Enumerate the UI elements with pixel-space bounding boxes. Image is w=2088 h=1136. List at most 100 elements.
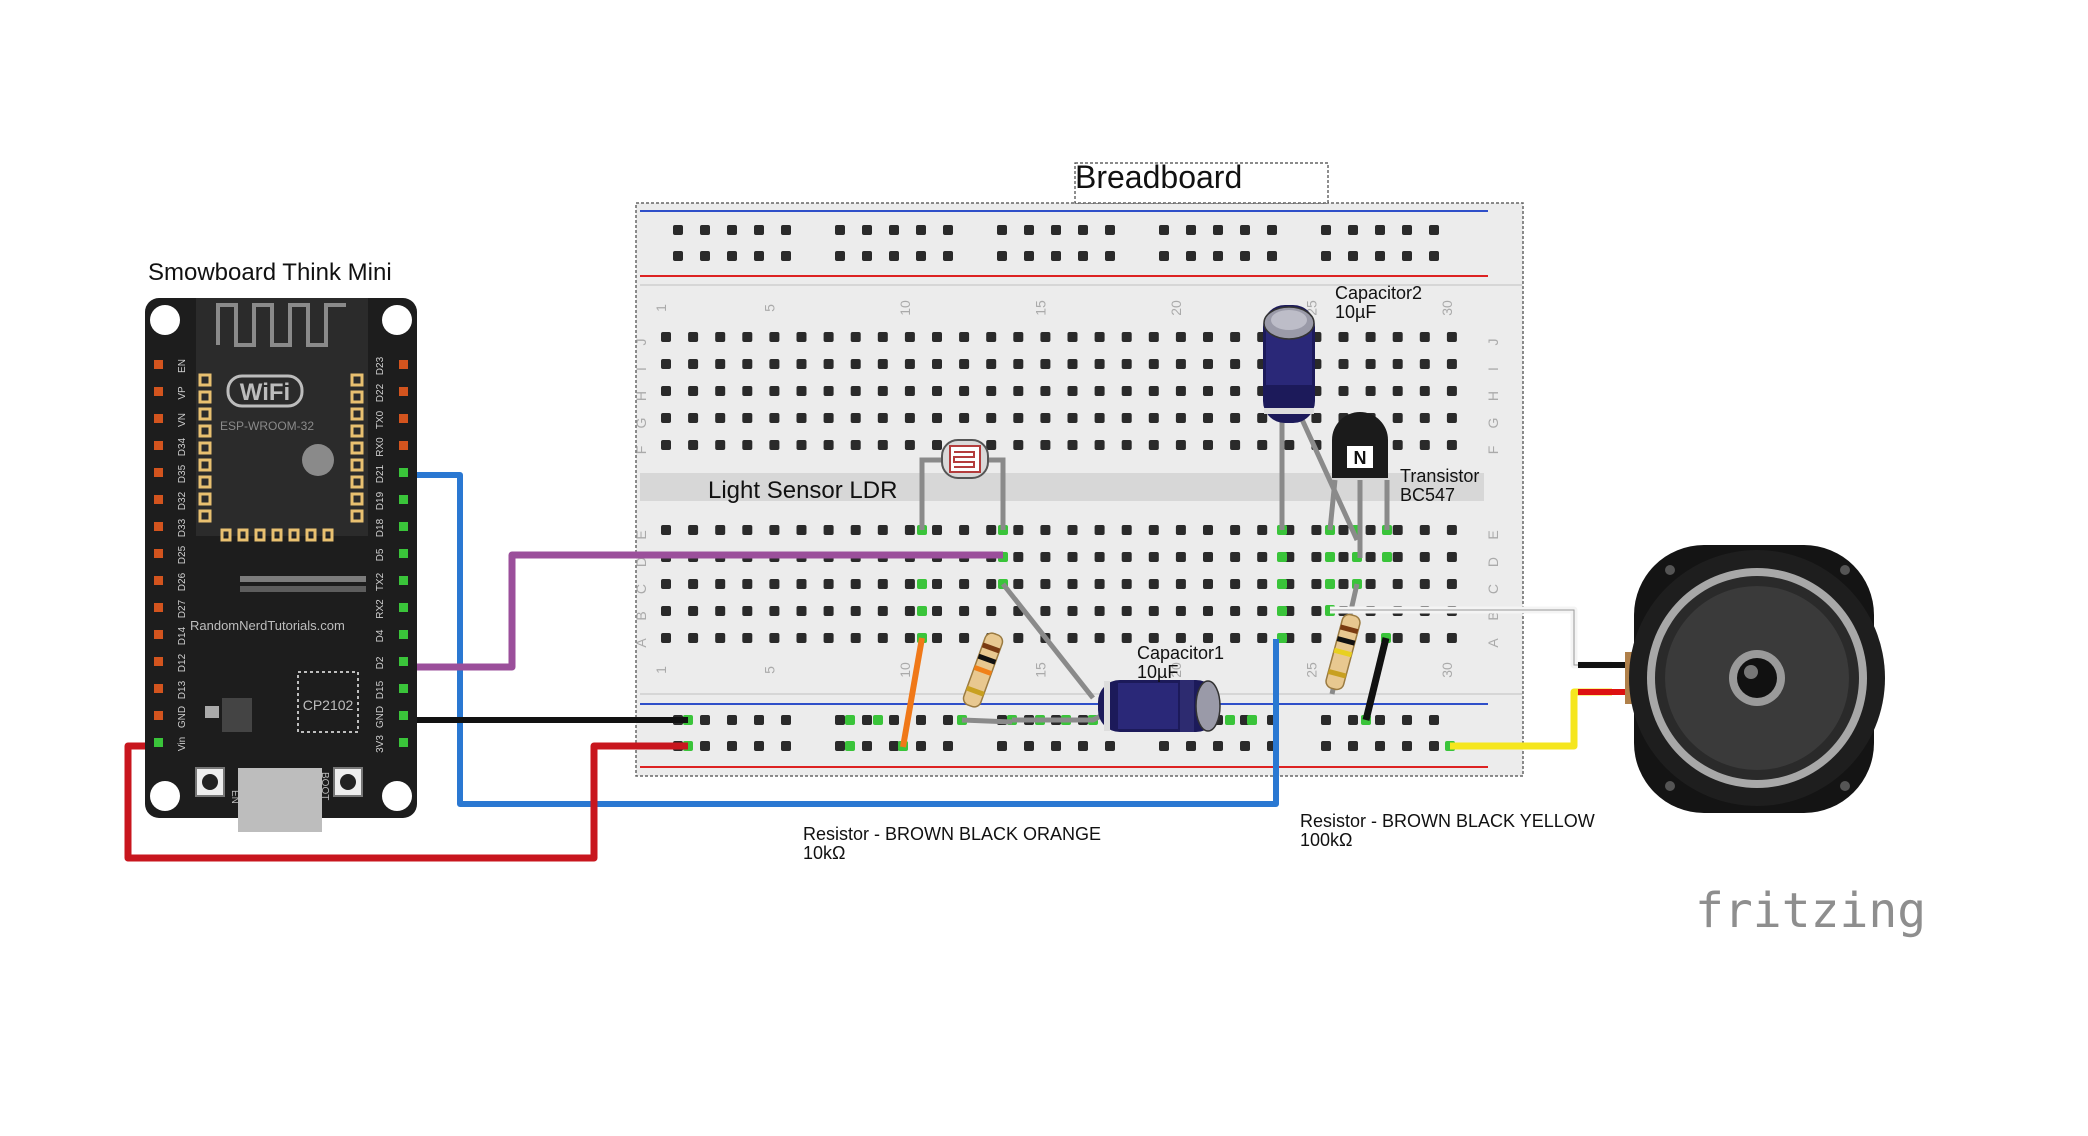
pin-label-left: D35 [177,464,188,483]
row-letter: E [1485,530,1501,539]
pin-label-left: D32 [177,491,188,510]
pin-left [154,549,163,558]
column-number: 5 [761,304,777,312]
breadboard-title: Breadboard [1075,159,1242,195]
board-pins: ENVPVND34D35D32D33D25D26D27D14D12D13GNDV… [154,356,408,753]
capacitor1-name: Capacitor1 [1137,643,1224,663]
ldr-label: Light Sensor LDR [708,477,897,504]
blue-wire [402,472,1279,807]
esp32-board: WiFi ESP-WROOM-32 RandomNerdTutorials.co… [145,298,417,832]
pin-label-right: GND [375,706,386,728]
row-letter: A [1485,638,1501,648]
espressif-logo [302,444,334,476]
pin-label-right: D19 [375,491,386,510]
pin-label-left: D14 [177,626,188,645]
row-letter: C [633,584,649,594]
orange-jumper-wire [900,637,925,748]
pin-right [399,630,408,639]
pin-label-right: 3V3 [375,735,386,753]
pin-right [399,603,408,612]
mount-hole [382,305,412,335]
pin-left [154,684,163,693]
row-letter: I [1485,367,1501,371]
purple-wire [402,551,1003,671]
capacitor2-value: 10µF [1335,302,1376,322]
row-letter: I [633,367,649,371]
pin-left [154,414,163,423]
pin-left [154,387,163,396]
black-jumper-wire [1362,637,1390,721]
wifi-logo-box [226,374,304,408]
site-label: RandomNerdTutorials.com [190,618,345,633]
capacitor1-value: 10µF [1137,662,1178,682]
column-number: 10 [897,662,913,678]
pin-label-right: RX2 [375,599,386,619]
pin-label-right: D21 [375,464,386,483]
pin-label-left: VN [177,413,188,427]
resistor-10k [962,632,1004,708]
row-letter: F [633,446,649,455]
pin-label-left: D13 [177,680,188,699]
column-number: 30 [1439,300,1455,316]
pin-label-right: RX0 [375,437,386,457]
wires [124,400,1630,862]
pin-label-left: EN [177,359,188,373]
pin-label-left: D12 [177,653,188,672]
column-number: 15 [1032,662,1048,678]
pin-right [399,711,408,720]
pin-right [399,495,408,504]
pin-right [399,360,408,369]
pin-left [154,630,163,639]
pin-label-right: D5 [375,548,386,561]
pin-left [154,522,163,531]
module-label: ESP-WROOM-32 [220,419,314,433]
wifi-logo-text: WiFi [240,379,290,406]
pin-label-left: D27 [177,599,188,618]
capacitor2-name: Capacitor2 [1335,283,1422,303]
pin-right [399,414,408,423]
red-vin-wire [124,742,688,862]
pin-left [154,576,163,585]
fritzing-logo: fritzing [1695,883,1926,939]
antenna-trace [216,303,346,347]
mount-hole [382,781,412,811]
pin-left [154,657,163,666]
row-letter: G [633,418,649,429]
speaker [1625,545,1885,813]
row-letter: J [633,339,649,346]
row-letter: D [633,557,649,567]
breadboard-title-box [1074,162,1329,204]
pin-left [154,495,163,504]
column-number: 20 [1168,662,1184,678]
pin-label-right: TX0 [375,410,386,429]
pin-label-right: TX2 [375,572,386,591]
pin-label-right: D23 [375,356,386,375]
resistor1-value: 10kΩ [803,843,845,863]
pin-left [154,738,163,747]
column-number: 5 [761,666,777,674]
row-letter: F [1485,446,1501,455]
breadboard-holes [661,225,1457,751]
capacitor2 [1263,305,1315,423]
pin-right [399,468,408,477]
column-number: 30 [1439,662,1455,678]
column-number: 1 [653,304,669,312]
column-number: 10 [897,300,913,316]
pin-label-right: D15 [375,680,386,699]
pin-left [154,360,163,369]
pin-label-right: D22 [375,383,386,402]
capacitor1 [1098,680,1221,732]
pin-left [154,711,163,720]
pin-left [154,468,163,477]
resistor2-value: 100kΩ [1300,830,1353,850]
mount-hole [150,781,180,811]
pin-label-left: GND [177,706,188,728]
pin-left [154,603,163,612]
row-letter: H [633,391,649,401]
row-letter: A [633,638,649,648]
cp2102-chip [297,671,359,733]
transistor-name: Transistor [1400,466,1479,486]
